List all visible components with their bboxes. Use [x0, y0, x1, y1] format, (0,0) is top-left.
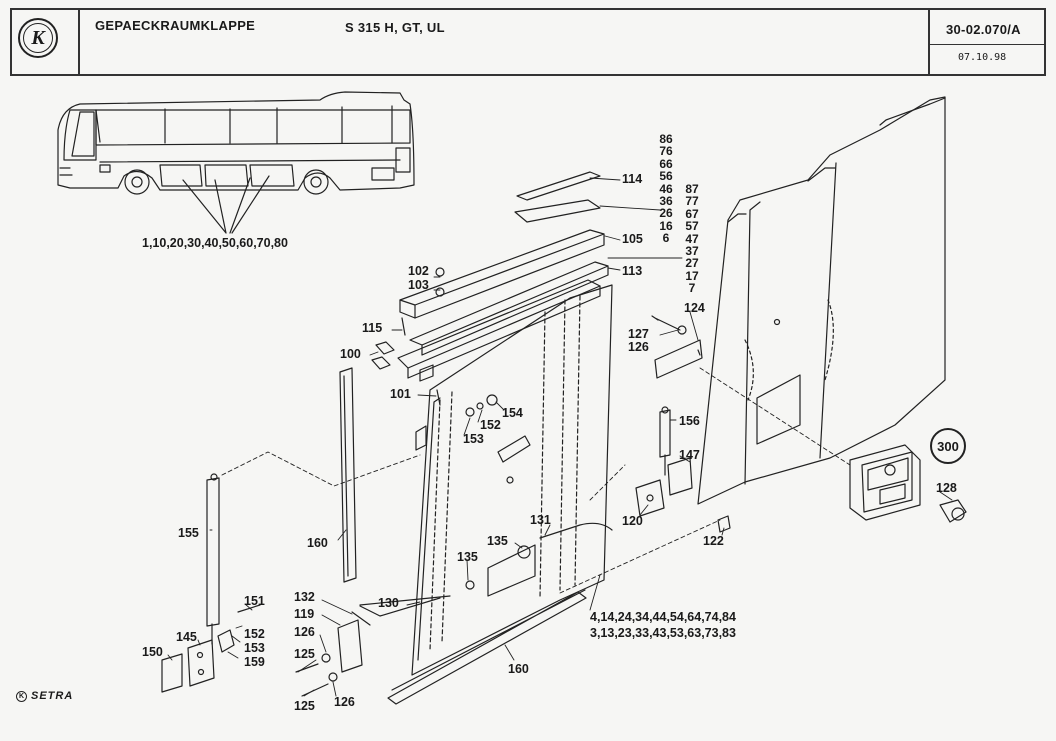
- label-102: 102: [408, 264, 429, 278]
- stack-left-item: 66: [659, 156, 673, 171]
- label-114: 114: [622, 172, 643, 186]
- stack-left-item: 16: [659, 218, 673, 233]
- clips-and-screws: [371, 267, 498, 590]
- label-bus-positions: 1,10,20,30,40,50,60,70,80: [142, 236, 288, 250]
- label-125: 125: [294, 647, 315, 661]
- label-list-line1: 4,14,24,34,44,54,64,74,84: [590, 610, 736, 624]
- label-stack-right: 87 77 67 57 47 37 27 17 7: [681, 183, 703, 295]
- label-153-lower: 153: [244, 641, 265, 655]
- stack-right-item: 57: [685, 219, 699, 234]
- label-160: 160: [307, 536, 328, 550]
- hinge-right: [635, 457, 731, 533]
- label-126: 126: [628, 340, 649, 354]
- label-103: 103: [408, 278, 429, 292]
- setra-brand: K SETRA: [16, 690, 73, 702]
- bolt: [651, 315, 681, 331]
- label-100: 100: [340, 347, 361, 361]
- label-124: 124: [684, 301, 705, 315]
- label-154: 154: [502, 406, 523, 420]
- frame-left-border: [10, 8, 12, 76]
- label-120: 120: [622, 514, 643, 528]
- label-135-lower: 135: [457, 550, 478, 564]
- gas-strut-right: [659, 406, 671, 476]
- stack-right-item: 37: [685, 244, 699, 259]
- label-127: 127: [628, 327, 649, 341]
- label-stack-left: 86 76 66 56 46 36 26 16 6: [655, 133, 677, 245]
- label-155: 155: [178, 526, 199, 540]
- latch-assembly-lower: [295, 597, 441, 697]
- stack-left-item: 6: [662, 231, 670, 246]
- label-126-lower: 126: [294, 625, 315, 639]
- frame-top-border: [10, 8, 1046, 10]
- document-number: 30-02.070/A: [946, 22, 1021, 37]
- stack-right-item: 7: [688, 281, 696, 296]
- hinge-bracket-lower: [161, 604, 261, 693]
- label-160-lower: 160: [508, 662, 529, 676]
- stack-right-item: 27: [685, 256, 699, 271]
- linkage-rod: [359, 522, 613, 606]
- frame-right-border: [1044, 8, 1046, 76]
- label-119: 119: [294, 607, 315, 621]
- label-153: 153: [463, 432, 484, 446]
- label-113: 113: [622, 264, 643, 278]
- label-152-lower: 152: [244, 627, 265, 641]
- header-bottom-border: [10, 74, 1046, 76]
- bus-illustration: [57, 91, 415, 234]
- label-159: 159: [244, 655, 265, 669]
- mounting-plate: [654, 339, 703, 379]
- side-wall-panel: [697, 96, 946, 505]
- top-rails: [397, 171, 609, 382]
- stack-left-item: 56: [659, 169, 673, 184]
- label-128: 128: [936, 481, 957, 495]
- projection-lines: [221, 367, 851, 594]
- stack-left-item: 36: [659, 194, 673, 209]
- stack-right-item: 77: [685, 194, 699, 209]
- stack-right-item: 67: [685, 206, 699, 221]
- label-125-lower: 125: [294, 699, 315, 713]
- document-date: 07.10.98: [958, 52, 1007, 63]
- header-divider-doc: [928, 8, 930, 76]
- label-130: 130: [378, 596, 399, 610]
- logo-letter: K: [23, 23, 53, 53]
- seal-strip-bottom: [387, 589, 587, 705]
- leader-lines: [167, 177, 953, 697]
- header-divider-logo: [78, 8, 80, 76]
- brand-logo-icon: K: [16, 690, 27, 702]
- kaessbohrer-logo: K: [18, 18, 58, 58]
- model-designation: S 315 H, GT, UL: [345, 20, 445, 35]
- label-135: 135: [487, 534, 508, 548]
- label-105: 105: [622, 232, 643, 246]
- stack-right-item: 17: [685, 268, 699, 283]
- label-145: 145: [176, 630, 197, 644]
- page-title: GEPAECKRAUMKLAPPE: [95, 18, 256, 33]
- brand-name: SETRA: [31, 690, 74, 702]
- label-150: 150: [142, 645, 163, 659]
- label-147: 147: [679, 448, 700, 462]
- label-126-bottom: 126: [334, 695, 355, 709]
- seal-strip-vertical: [339, 367, 357, 583]
- stack-left-item: 86: [659, 132, 673, 146]
- label-101: 101: [390, 387, 411, 401]
- label-156: 156: [679, 414, 700, 428]
- label-list-line2: 3,13,23,33,43,53,63,73,83: [590, 626, 736, 640]
- label-115: 115: [362, 321, 383, 335]
- label-132: 132: [294, 590, 315, 604]
- luggage-flap-door: [411, 284, 613, 676]
- label-300-circle: 300: [930, 428, 966, 464]
- stack-left-item: 46: [659, 181, 673, 196]
- header-divider-date: [928, 44, 1046, 45]
- stack-right-item: 87: [685, 182, 699, 196]
- label-122: 122: [703, 534, 724, 548]
- stack-left-item: 26: [659, 206, 673, 221]
- lock-handle: [849, 444, 967, 523]
- stack-right-item: 47: [685, 231, 699, 246]
- stack-left-item: 76: [659, 144, 673, 159]
- label-151: 151: [244, 594, 265, 608]
- label-131: 131: [530, 513, 551, 527]
- label-152: 152: [480, 418, 501, 432]
- gas-strut: [206, 473, 220, 645]
